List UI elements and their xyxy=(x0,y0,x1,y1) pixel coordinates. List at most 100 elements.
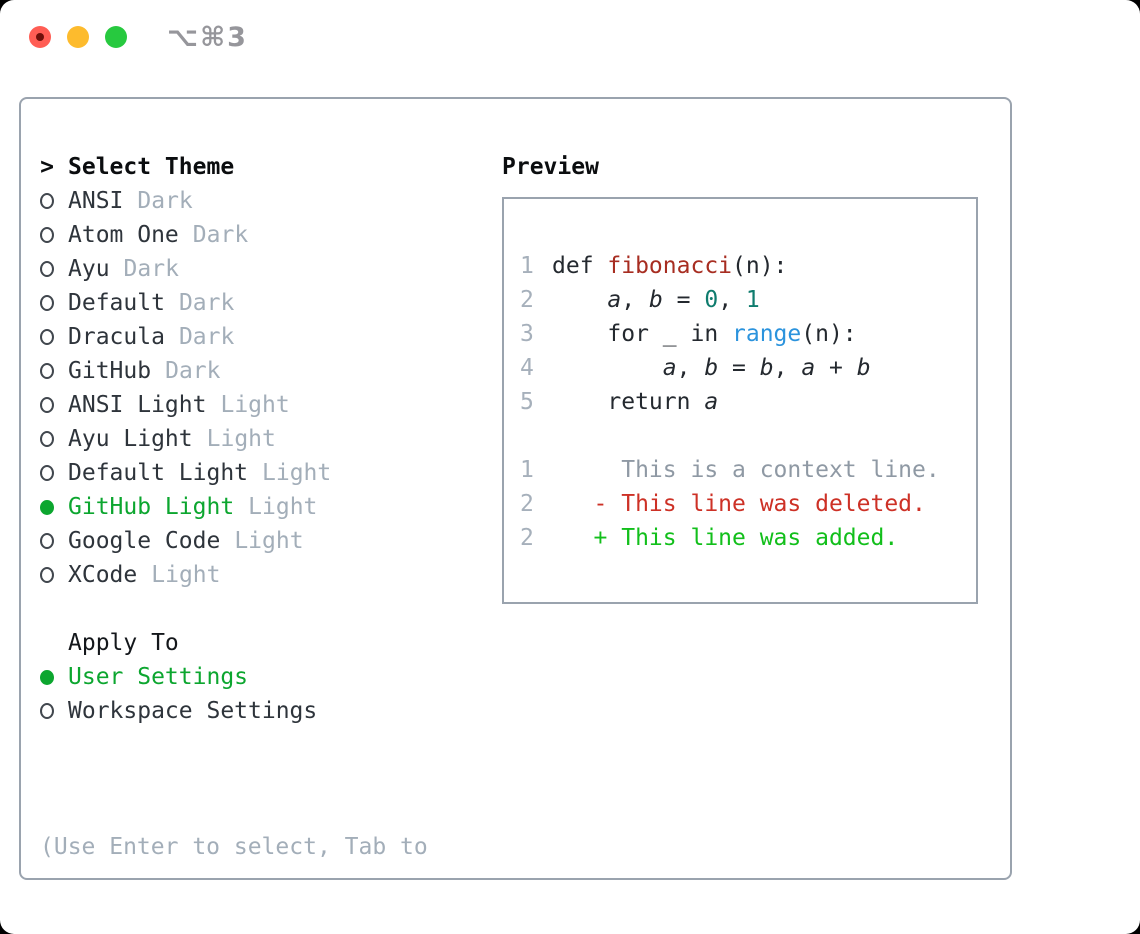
option-label: Google Code xyxy=(68,528,221,554)
theme-option[interactable]: Ayu Dark xyxy=(40,252,428,286)
radio-selected-icon[interactable] xyxy=(40,499,54,515)
line-content: - This line was deleted. xyxy=(552,491,926,517)
theme-option[interactable]: GitHub Light Light xyxy=(40,490,428,524)
radio-icon[interactable] xyxy=(40,329,54,345)
option-variant-label: Light xyxy=(248,494,318,520)
line-number: 1 xyxy=(520,253,534,279)
radio-icon[interactable] xyxy=(40,363,54,379)
theme-option[interactable]: Ayu Light Light xyxy=(40,422,428,456)
code-line: 5 return a xyxy=(520,385,976,419)
option-variant-label: Light xyxy=(262,460,332,486)
line-number: 2 xyxy=(520,491,534,517)
option-label: Ayu Light xyxy=(68,426,193,452)
option-label: Ayu xyxy=(68,256,110,282)
option-variant-label: Dark xyxy=(178,324,235,350)
option-variant-label: Light xyxy=(220,392,290,418)
option-label: Default Light xyxy=(68,460,249,486)
line-number: 4 xyxy=(520,355,534,381)
radio-icon[interactable] xyxy=(40,431,54,447)
option-variant-label: Dark xyxy=(137,188,193,214)
radio-icon[interactable] xyxy=(40,295,54,311)
close-button[interactable] xyxy=(29,26,51,48)
radio-icon[interactable] xyxy=(40,465,54,481)
option-variant-label: Dark xyxy=(123,256,179,282)
radio-icon[interactable] xyxy=(40,567,54,583)
line-content: a, b = 0, 1 xyxy=(607,287,760,313)
option-variant-label: Dark xyxy=(192,222,249,248)
option-label: Atom One xyxy=(68,222,179,248)
window-title: ⌥⌘3 xyxy=(167,21,248,53)
radio-icon[interactable] xyxy=(40,261,54,277)
radio-icon[interactable] xyxy=(40,397,54,413)
code-line: 2 a, b = 0, 1 xyxy=(520,283,976,317)
line-content: for _ in range(n): xyxy=(552,321,857,347)
line-number: 2 xyxy=(520,525,534,551)
code-line: 1 def fibonacci(n): xyxy=(520,249,976,283)
keyboard-hint: (Use Enter to select, Tab to change focu… xyxy=(40,762,428,934)
preview-title: Preview xyxy=(502,154,599,180)
option-label: XCode xyxy=(68,562,138,588)
apply-to-title: Apply To xyxy=(68,630,179,656)
option-label: GitHub Light xyxy=(68,494,235,520)
option-label: GitHub xyxy=(68,358,152,384)
radio-icon[interactable] xyxy=(40,193,54,209)
line-number: 3 xyxy=(520,321,534,347)
line-content: return a xyxy=(552,389,719,415)
theme-option[interactable]: ANSI Dark xyxy=(40,184,428,218)
option-variant-label: Dark xyxy=(165,358,221,384)
option-variant-label: Light xyxy=(234,528,304,554)
line-number: 1 xyxy=(520,457,534,483)
select-theme-title: Select Theme xyxy=(68,154,235,180)
line-content: def fibonacci(n): xyxy=(552,253,788,279)
option-variant-label: Dark xyxy=(178,290,235,316)
theme-option[interactable]: Atom One Dark xyxy=(40,218,428,252)
option-label: Dracula xyxy=(68,324,165,350)
minimize-button[interactable] xyxy=(67,26,89,48)
zoom-button[interactable] xyxy=(105,26,127,48)
option-label: ANSI Light xyxy=(68,392,207,418)
code-line: 4 a, b = b, a + b xyxy=(520,351,976,385)
hint-line-1: (Use Enter to select, Tab to xyxy=(40,834,428,860)
traffic-lights xyxy=(29,26,127,48)
pointer-icon: > xyxy=(40,154,54,180)
titlebar: ⌥⌘3 xyxy=(0,0,1140,74)
theme-option[interactable]: ANSI Light Light xyxy=(40,388,428,422)
radio-icon[interactable] xyxy=(40,703,54,719)
code-line xyxy=(520,419,976,453)
theme-option[interactable]: XCode Light xyxy=(40,558,428,592)
line-content: a, b = b, a + b xyxy=(662,355,871,381)
radio-icon[interactable] xyxy=(40,533,54,549)
line-content: This is a context line. xyxy=(552,457,940,483)
theme-option[interactable]: Default Dark xyxy=(40,286,428,320)
theme-option[interactable]: GitHub Dark xyxy=(40,354,428,388)
line-number: 2 xyxy=(520,287,534,313)
code-line: 2 + This line was added. xyxy=(520,521,976,555)
option-label: Default xyxy=(68,290,165,316)
option-variant-label: Light xyxy=(151,562,221,588)
theme-option[interactable]: Dracula Dark xyxy=(40,320,428,354)
option-label: User Settings xyxy=(68,664,249,690)
apply-to-header-row: Apply To xyxy=(40,626,428,660)
theme-option[interactable]: Workspace Settings xyxy=(40,694,428,728)
code-line: 1 This is a context line. xyxy=(520,453,976,487)
option-label: ANSI xyxy=(68,188,124,214)
select-theme-header-row: > Select Theme xyxy=(40,150,428,184)
code-line: 2 - This line was deleted. xyxy=(520,487,976,521)
option-label: Workspace Settings xyxy=(68,698,318,724)
theme-option[interactable]: Default Light Light xyxy=(40,456,428,490)
option-variant-label: Light xyxy=(206,426,276,452)
radio-icon[interactable] xyxy=(40,227,54,243)
code-line: 3 for _ in range(n): xyxy=(520,317,976,351)
radio-selected-icon[interactable] xyxy=(40,669,54,685)
theme-option[interactable]: User Settings xyxy=(40,660,428,694)
theme-option[interactable]: Google Code Light xyxy=(40,524,428,558)
line-content: + This line was added. xyxy=(552,525,899,551)
